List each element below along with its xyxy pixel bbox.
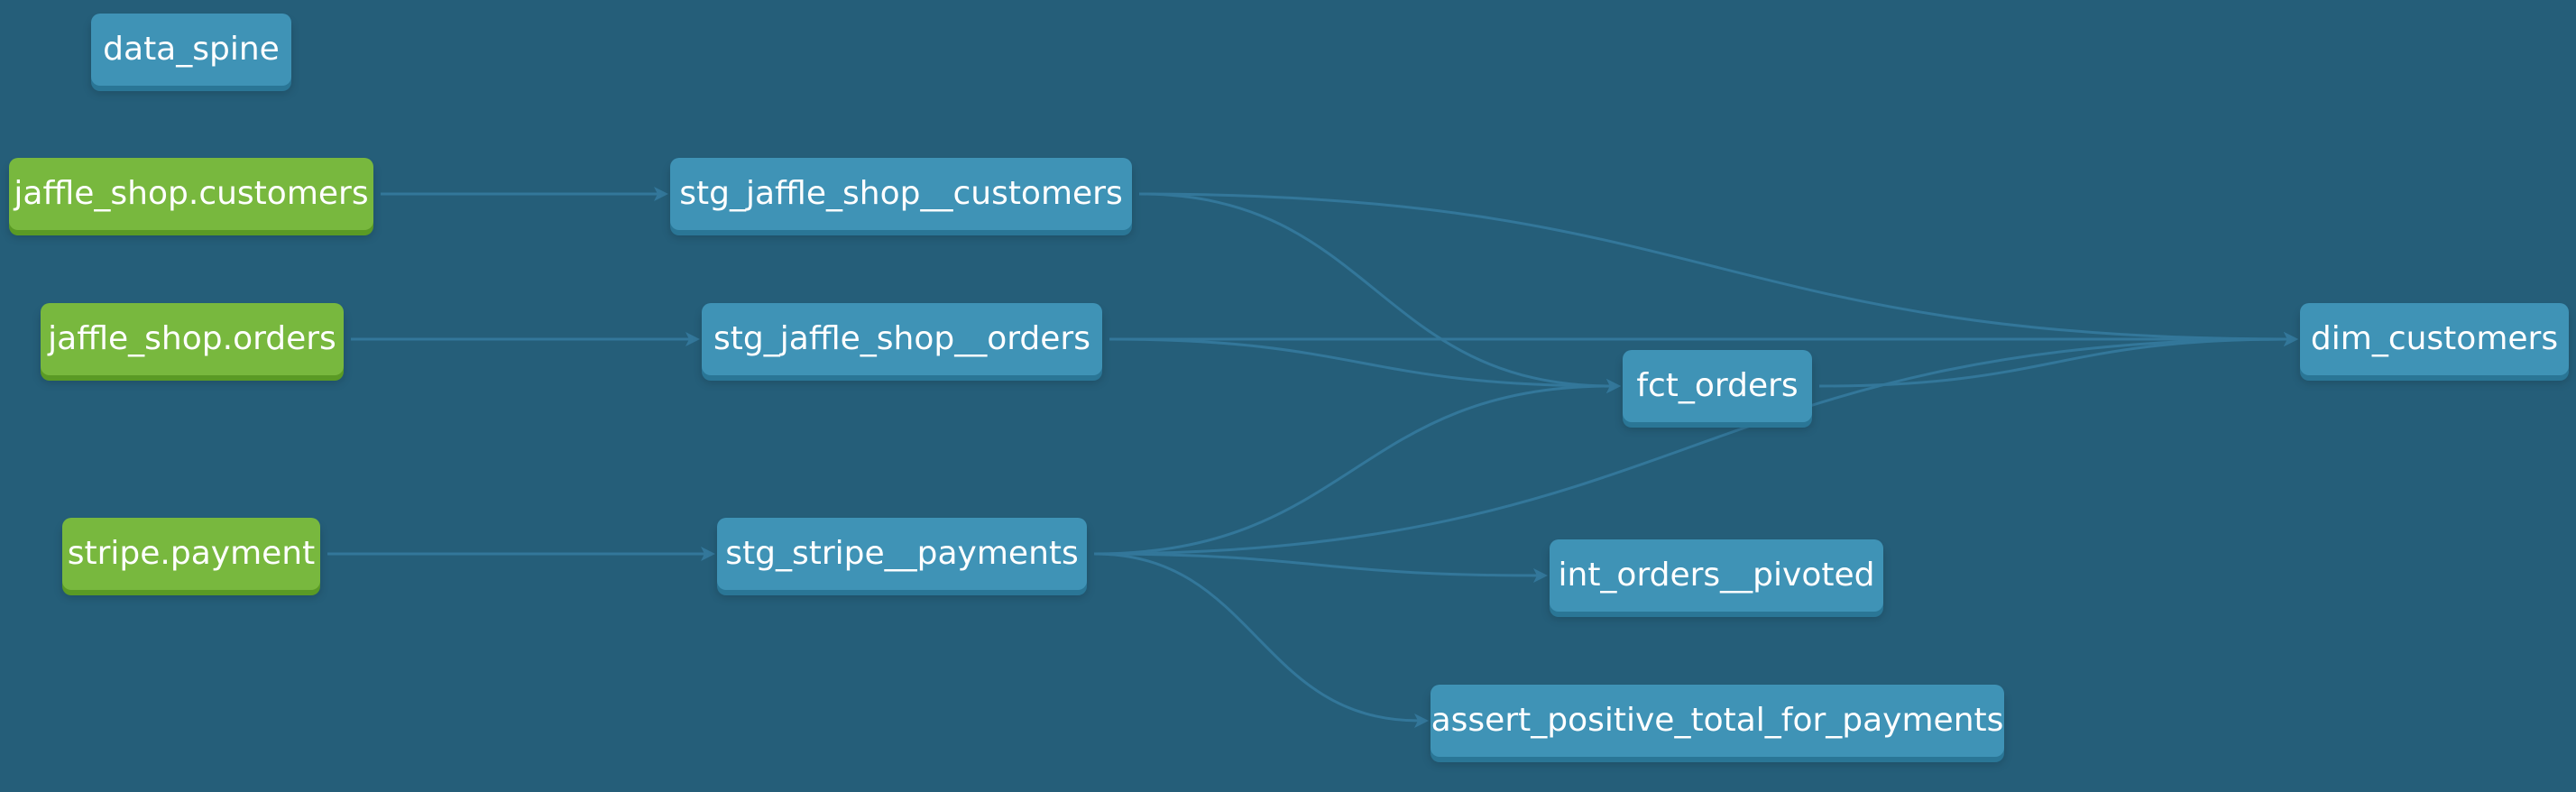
- node-stg-jaffle-shop-orders[interactable]: stg_jaffle_shop__orders: [702, 303, 1102, 375]
- node-jaffle-shop-orders[interactable]: jaffle_shop.orders: [41, 303, 344, 375]
- node-stg-jaffle-shop-customers[interactable]: stg_jaffle_shop__customers: [670, 158, 1132, 230]
- arrow-head-icon: [1606, 379, 1621, 393]
- node-stg-stripe-payments[interactable]: stg_stripe__payments: [717, 518, 1087, 590]
- arrow-head-icon: [654, 187, 668, 201]
- arrow-head-icon: [1533, 568, 1548, 583]
- edge-stg_payments-to-dim_customers: [1093, 337, 2290, 556]
- edge-stg_payments-to-int_orders_pivoted: [1093, 552, 1540, 577]
- edge-stg_customers-to-dim_customers: [1138, 192, 2290, 341]
- arrow-head-icon: [701, 547, 715, 561]
- arrow-head-icon: [1414, 714, 1429, 728]
- edge-fct_orders-to-dim_customers: [1818, 337, 2290, 388]
- edge-stg_customers-to-fct_orders: [1138, 192, 1613, 388]
- edge-stg_orders-to-fct_orders: [1109, 337, 1613, 388]
- edge-stg_payments-to-assert_positive: [1093, 552, 1421, 723]
- edge-stg_payments-to-fct_orders: [1093, 384, 1613, 556]
- arrow-head-icon: [2284, 332, 2298, 346]
- node-jaffle-shop-customers[interactable]: jaffle_shop.customers: [9, 158, 373, 230]
- node-fct-orders[interactable]: fct_orders: [1623, 350, 1812, 422]
- node-data-spine[interactable]: data_spine: [91, 14, 291, 86]
- node-dim-customers[interactable]: dim_customers: [2300, 303, 2569, 375]
- node-assert-positive-total-for-payments[interactable]: assert_positive_total_for_payments: [1431, 685, 2004, 757]
- node-stripe-payment[interactable]: stripe.payment: [62, 518, 320, 590]
- arrow-head-icon: [685, 332, 700, 346]
- node-int-orders-pivoted[interactable]: int_orders__pivoted: [1550, 539, 1883, 612]
